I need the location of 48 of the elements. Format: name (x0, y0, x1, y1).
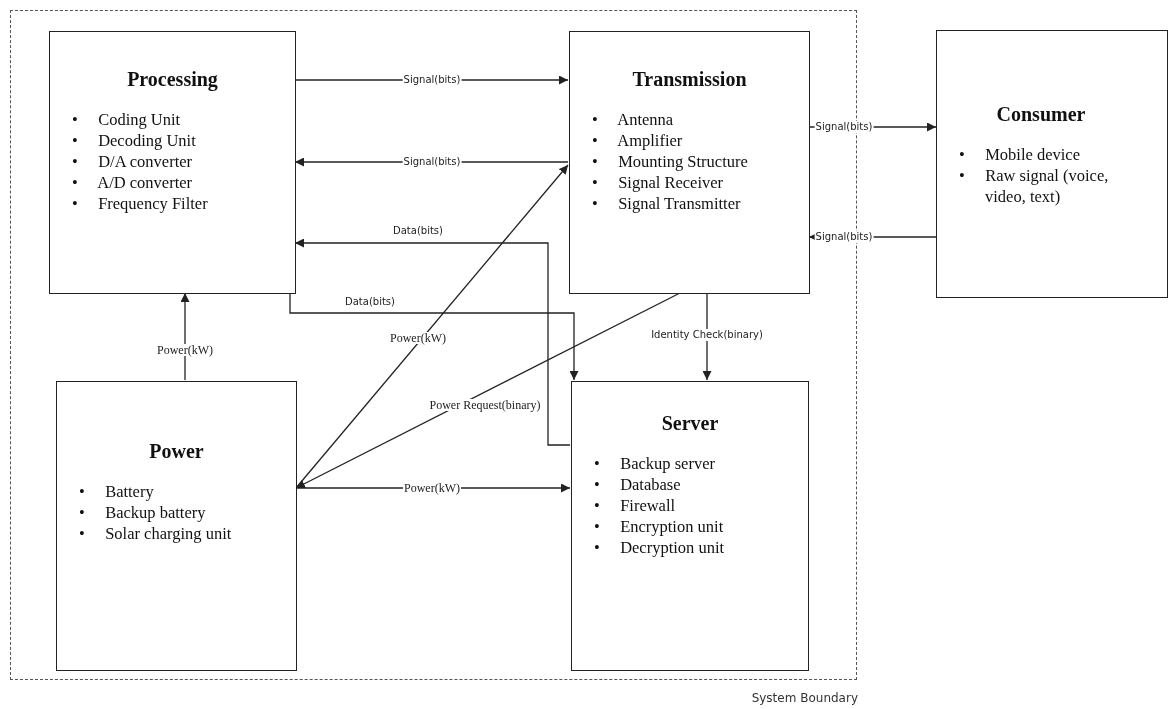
arrow (294, 238, 571, 446)
edge-label: Data(bits) (344, 296, 396, 308)
list-item: • A/D converter (72, 172, 194, 193)
list-item: • Mounting Structure (592, 151, 749, 172)
arrow (289, 292, 579, 381)
list-item: • Raw signal (voice, video, text) (959, 165, 1110, 207)
edge-label: Power(kW) (403, 482, 461, 494)
edge-label: Signal(bits) (402, 156, 462, 168)
edge-label: Identity Check(binary) (650, 329, 764, 341)
box-title: Consumer (995, 103, 1087, 126)
list-item: • Backup battery (79, 502, 207, 523)
component-box (936, 30, 1168, 298)
arrow (295, 483, 571, 493)
list-item: • Decoding Unit (72, 130, 197, 151)
list-item: • Database (594, 474, 682, 495)
edge-label: Power(kW) (156, 344, 214, 356)
list-item: • Coding Unit (72, 109, 182, 130)
list-item: • Frequency Filter (72, 193, 209, 214)
list-item: • Signal Receiver (592, 172, 725, 193)
edge-label: Signal(bits) (814, 231, 874, 243)
component-box (49, 31, 296, 294)
arrow (702, 292, 712, 381)
list-item: • Antenna (592, 109, 675, 130)
list-item: • Battery (79, 481, 155, 502)
list-item: • Backup server (594, 453, 716, 474)
edge-label: Signal(bits) (814, 121, 874, 133)
list-item: • Decryption unit (594, 537, 726, 558)
box-title: Power (148, 440, 205, 463)
edge-label: Power(kW) (389, 332, 447, 344)
list-item: • Mobile device (959, 144, 1081, 165)
list-item: • Signal Transmitter (592, 193, 742, 214)
component-box (56, 381, 297, 671)
component-box (569, 31, 810, 294)
edge-label: Power Request(binary) (428, 399, 542, 411)
edge-label: Signal(bits) (402, 74, 462, 86)
list-item: • Amplifier (592, 130, 684, 151)
box-title: Server (660, 412, 720, 435)
arrow (180, 292, 190, 381)
edge-label: Data(bits) (392, 225, 444, 237)
box-title: Processing (126, 68, 219, 91)
boundary-label: System Boundary (751, 691, 858, 705)
arrow (295, 292, 681, 489)
list-item: • D/A converter (72, 151, 194, 172)
list-item: • Solar charging unit (79, 523, 233, 544)
box-title: Transmission (631, 68, 748, 91)
component-box (571, 381, 809, 671)
list-item: • Encryption unit (594, 516, 725, 537)
list-item: • Firewall (594, 495, 677, 516)
